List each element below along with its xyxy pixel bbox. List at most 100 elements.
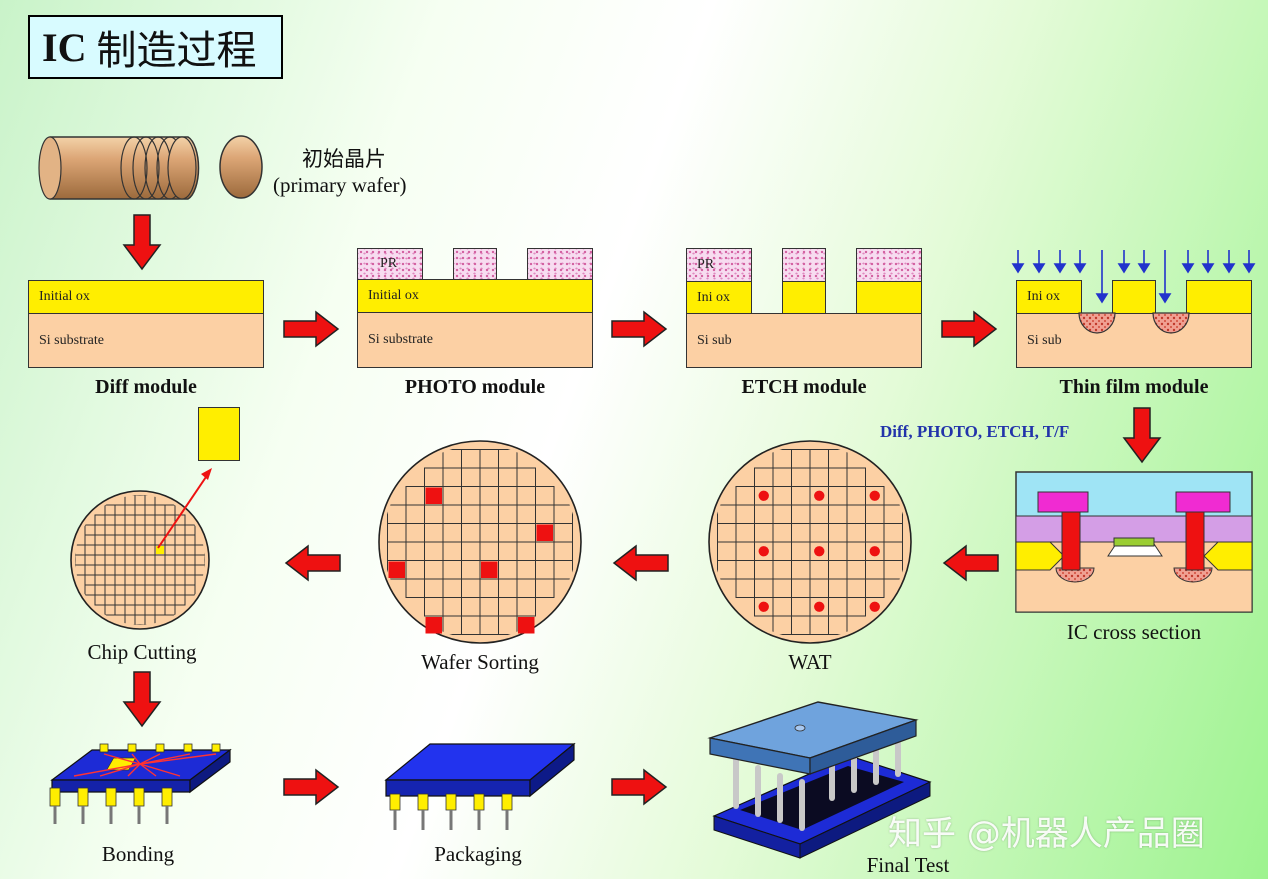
arrow-down-1 [122, 214, 162, 271]
wafer-die [461, 486, 481, 506]
ingot-illustration [38, 135, 263, 200]
wafer-die [442, 560, 462, 580]
wafer-die [735, 578, 755, 598]
wafer-die [387, 504, 407, 524]
wafer-die [809, 523, 829, 543]
watermark-text: 知乎 @机器人产品圈 [888, 814, 1205, 854]
wafer-die [516, 486, 536, 506]
wafer-die [174, 574, 186, 586]
failed-die-mark [518, 617, 535, 634]
wafer-die [144, 594, 156, 606]
wafer-sorting-diagram [378, 440, 582, 644]
etch-oxide-block-2 [782, 281, 826, 314]
wafer-die [498, 467, 518, 487]
wafer-die [75, 544, 86, 556]
wat-label: WAT [788, 650, 832, 674]
photo-silicon-layer: Si substrate [357, 312, 593, 368]
wafer-die [516, 541, 536, 561]
wafer-die [791, 486, 811, 506]
wafer-die [479, 578, 499, 598]
wafer-die [479, 467, 499, 487]
wafer-die [498, 541, 518, 561]
wafer-die [405, 578, 425, 598]
wafer-die [84, 524, 96, 536]
wafer-die [134, 514, 146, 526]
etch-oxide-block-3 [856, 281, 922, 314]
thinfilm-oxide-block-3 [1186, 280, 1252, 314]
wafer-die [104, 594, 116, 606]
wafer-die [424, 578, 444, 598]
wafer-die [535, 560, 555, 580]
wafer-die [104, 604, 116, 616]
etch-pr-block-2 [782, 248, 826, 282]
test-point-mark [814, 601, 825, 612]
wafer-die [184, 574, 196, 586]
wafer-die [846, 486, 866, 506]
wafer-die [772, 597, 792, 617]
diff-module-label: Diff module [95, 376, 197, 398]
wafer-die [553, 541, 573, 561]
arrow-left-2 [612, 544, 669, 582]
wafer-die [791, 449, 811, 469]
chip-cutting-diagram [70, 490, 210, 630]
wafer-die [828, 541, 848, 561]
wafer-die [735, 541, 755, 561]
packaging-label: Packaging [434, 842, 522, 866]
wafer-die [865, 578, 885, 598]
wafer-die [154, 564, 166, 576]
wafer-die [772, 523, 792, 543]
wafer-die [124, 524, 136, 536]
photo-pr-block-2 [453, 248, 497, 280]
wafer-die [124, 544, 136, 556]
wafer-die [84, 544, 96, 556]
wafer-die [772, 504, 792, 524]
wafer-die [124, 495, 136, 506]
diff-module-diagram: Initial ox Si substrate [28, 280, 264, 368]
wafer-die [772, 449, 792, 469]
final-test-diagram [707, 701, 932, 859]
wafer-die [84, 574, 96, 586]
wafer-die [754, 467, 774, 487]
etch-pr-block-3 [856, 248, 922, 282]
photo-oxide-layer: Initial ox [357, 279, 593, 313]
wafer-die [134, 594, 146, 606]
wafer-die [104, 504, 116, 516]
wafer-die [865, 560, 885, 580]
test-point-mark [814, 546, 825, 557]
wafer-die [94, 574, 106, 586]
etch-oxide-block-1: Ini ox [686, 281, 752, 314]
wafer-die [424, 467, 444, 487]
wafer-die [717, 504, 737, 524]
wafer-die [883, 541, 903, 561]
wafer-die [94, 564, 106, 576]
arrow-right-3 [941, 310, 998, 348]
wafer-die [144, 574, 156, 586]
wafer-die [442, 486, 462, 506]
wafer-die [846, 597, 866, 617]
wafer-die [184, 584, 196, 596]
etch-silicon-layer: Si sub [686, 313, 922, 368]
wafer-die [828, 578, 848, 598]
wafer-die [828, 449, 848, 469]
wafer-die [164, 584, 176, 596]
test-point-mark [869, 490, 880, 501]
wafer-die [772, 486, 792, 506]
wafer-die [535, 541, 555, 561]
cut-chip-pointer [157, 468, 212, 549]
wafer-die [104, 514, 116, 526]
wafer-die [498, 615, 518, 635]
wafer-die [791, 560, 811, 580]
wafer-die [828, 504, 848, 524]
wafer-die [114, 584, 126, 596]
wafer-die [164, 604, 176, 616]
wafer-die [535, 504, 555, 524]
wafer-die [461, 541, 481, 561]
wafer-die [516, 523, 536, 543]
wafer-die [154, 574, 166, 586]
wafer-die [883, 560, 903, 580]
wafer-die [791, 615, 811, 635]
cut-chip-die [198, 407, 240, 461]
wafer-die [442, 449, 462, 469]
wafer-die [735, 486, 755, 506]
wafer-die [104, 524, 116, 536]
